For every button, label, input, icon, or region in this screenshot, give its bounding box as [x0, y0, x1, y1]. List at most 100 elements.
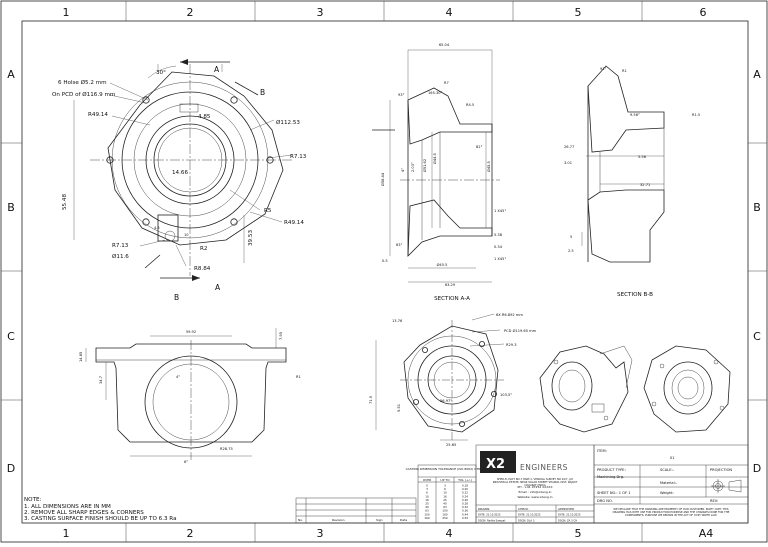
- zone-labels-left: A B C D: [7, 68, 15, 475]
- front-view: 6 Holse Ø5.2 mm On PCD of Ø116.9 mm 30° …: [52, 59, 307, 302]
- zone-row-c: C: [7, 330, 15, 343]
- tol-cell: 0.24: [462, 494, 468, 498]
- dim-aa-83: 83°: [396, 243, 403, 247]
- dim-bb-5: 5: [570, 235, 572, 239]
- dim-aa-chamfer-bottom: 1 X45°: [494, 257, 506, 261]
- dim-aa-445: Ø44.5: [432, 153, 437, 164]
- dim-aa-r7: R7: [444, 81, 449, 85]
- rev-col-date: Date: [400, 518, 407, 522]
- bolt-hole-icon: [230, 218, 238, 226]
- tol-cell: 63: [443, 505, 447, 509]
- dim-d45: 4.5: [154, 226, 160, 230]
- tol-cell: 250: [442, 516, 447, 520]
- approval-date-1: DATE: 31.10.2025: [478, 513, 501, 517]
- tol-cell: 25: [443, 498, 447, 502]
- tol-cell: 6: [444, 487, 446, 491]
- company-logo-text: X2: [486, 457, 505, 472]
- dim-aa-r45: R4.5: [466, 103, 474, 107]
- tol-cell: 10: [425, 494, 429, 498]
- dim-bb-r15: R1.5: [692, 113, 700, 117]
- notes: NOTE: 1. ALL DIMENSIONS ARE IN MM 2. REM…: [24, 497, 177, 522]
- dim-aa-165: 165.30°: [428, 91, 443, 95]
- iso-render-2: [643, 345, 731, 433]
- company-address-1: SHED-8, PLOT NO-7 PART-1, VERAVAL SURVEY…: [493, 477, 578, 487]
- bolt-hole-icon: [106, 156, 114, 164]
- bolt-hole-icon: [142, 218, 150, 226]
- zone-col-2: 2: [187, 6, 194, 19]
- zone-col-3-bottom: 3: [317, 527, 324, 540]
- dim-iso-1035: 103.5°: [500, 393, 512, 397]
- dim-iso-holes: 6X R6.892 mm: [496, 313, 523, 317]
- tol-cell: 10: [443, 491, 447, 495]
- zone-col-4: 4: [446, 6, 453, 19]
- note-line-2: 2. REMOVE ALL SHARP EDGES & CORNERS: [24, 510, 144, 516]
- dim-r49-top: R49.14: [88, 112, 108, 118]
- bolt-hole-icon: [421, 346, 428, 353]
- dim-aa-4: 4°: [401, 168, 405, 172]
- dim-d1466: 14.66: [172, 170, 188, 176]
- title-block: ITEM: 01 PRODUCT TYPE: Machining Drg. SC…: [593, 444, 749, 524]
- note-line-1: 1. ALL DIMENSIONS ARE IN MM: [24, 504, 111, 510]
- zone-col-1: 1: [63, 6, 70, 19]
- dim-r713-left: R7.13: [112, 243, 129, 249]
- item-label: ITEM:: [597, 449, 607, 453]
- dim-aa-05: 0.5: [382, 259, 388, 263]
- projection-label: PROJECTION: [710, 468, 732, 472]
- tol-head-tol: TOL (+/-): [457, 478, 472, 482]
- tol-cell: 3: [444, 484, 446, 488]
- zone-labels-top: 1 2 3 4 5 6: [63, 6, 707, 19]
- dim-r713-right: R7.13: [290, 154, 307, 160]
- tol-cell: 0: [426, 484, 428, 488]
- sheet-size: A4: [699, 527, 714, 540]
- tolerance-table: CASTING DIMENSION TOLERANCE (ISO 8062) C…: [406, 464, 489, 524]
- tol-cell: 0.18: [462, 484, 468, 488]
- dim-iso-719: 71.9: [369, 395, 373, 404]
- rev-label: REV:: [710, 499, 718, 503]
- dim-d485: 4.85: [198, 114, 211, 120]
- section-bb-view: 91° R1 R1.5 9.56° 26.77 3.01 5.56 32.71 …: [564, 65, 700, 298]
- section-aa-title: SECTION A-A: [434, 296, 470, 302]
- zone-col-5: 5: [575, 6, 582, 19]
- approval-dsgn-3: DSGN: ZA 3 CH: [558, 519, 577, 523]
- dim-aa-455: Ø45.5: [486, 161, 491, 172]
- dim-r2: R2: [200, 246, 207, 252]
- flange-outline: [107, 71, 284, 246]
- dim-holes: 6 Holse Ø5.2 mm: [58, 79, 107, 86]
- tol-cell: 16: [425, 498, 429, 502]
- dim-side-6: 6°: [184, 460, 188, 464]
- item-value: 01: [670, 456, 675, 460]
- tol-cell: 16: [443, 494, 447, 498]
- zone-row-b: B: [7, 201, 15, 214]
- dim-bb-2677: 26.77: [564, 145, 574, 149]
- tol-cell: 0.26: [462, 498, 468, 502]
- dim-bb-91: 91°: [600, 67, 607, 71]
- dim-aa-455b: Ø45.5: [437, 262, 448, 267]
- tol-cell: 0.36: [462, 509, 468, 513]
- dim-angle: 30°: [156, 70, 166, 76]
- approval-date-2: DATE: 31.10.2025: [518, 513, 541, 517]
- tol-title: CASTING DIMENSION TOLERANCE (ISO 8062) C…: [406, 467, 489, 471]
- tol-cell: 40: [443, 502, 447, 506]
- dim-r5: R5: [264, 208, 272, 214]
- tol-cell: 100: [442, 509, 447, 513]
- company-block: X2 ENGINEERS SHED-8, PLOT NO-7 PART-1, V…: [475, 444, 595, 524]
- tol-cell: 0.44: [462, 512, 468, 516]
- iso-front-view: 13.76 6X R6.892 mm PCD Ø119.65 mm R29.3 …: [369, 313, 537, 447]
- zone-labels-bottom: 1 2 3 4 5 A4: [63, 527, 714, 540]
- tol-cell: 6: [426, 491, 428, 495]
- bolt-hole-icon: [230, 96, 238, 104]
- bolt-hole-icon: [458, 420, 465, 427]
- zone-col-2-bottom: 2: [187, 527, 194, 540]
- dim-bb-25: 2.5: [568, 249, 574, 253]
- inner-border: [21, 20, 749, 524]
- dim-side-4: 4°: [176, 375, 180, 379]
- section-marker-a-top: A: [214, 65, 220, 74]
- dim-side-r1: R1: [296, 375, 301, 379]
- tol-cell: 100: [424, 512, 429, 516]
- company-website: Website: www.x2eng.in: [518, 495, 553, 499]
- dim-bb-301: 3.01: [564, 161, 572, 165]
- dim-aa-5844: Ø58.44: [380, 172, 385, 186]
